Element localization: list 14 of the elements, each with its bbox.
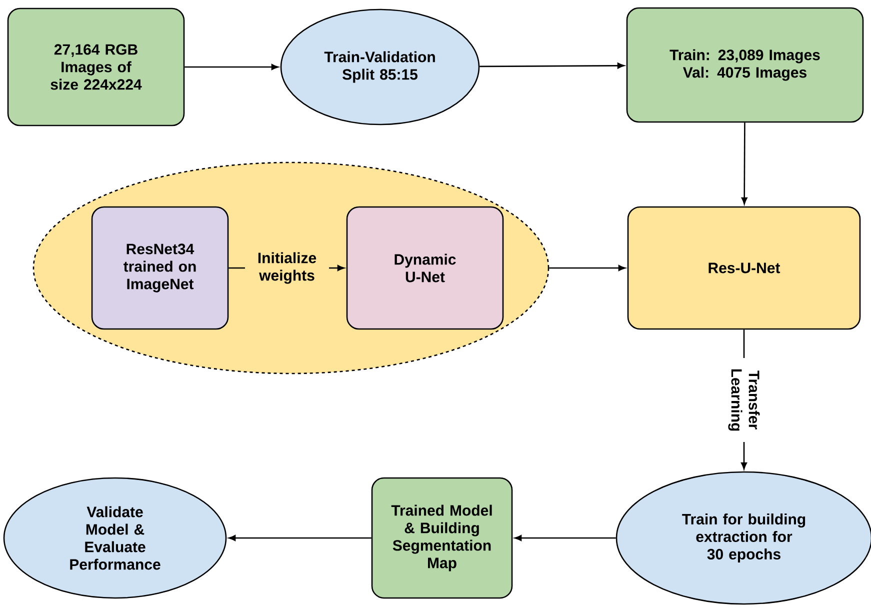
arrow — [549, 265, 626, 271]
process-box: ResNet34 trained on ImageNet — [91, 206, 229, 330]
process-box: 27,164 RGB Images of size 224x224 — [7, 8, 185, 126]
arrow — [741, 122, 748, 204]
arrow — [228, 535, 372, 541]
process-box: Trained Model & Building Segmentation Map — [371, 477, 513, 599]
arrow — [480, 62, 624, 69]
process-box: Dynamic U-Net — [346, 206, 504, 330]
process-box: Train: 23,089 Images Val: 4075 Images — [626, 7, 864, 123]
arrow — [514, 535, 616, 541]
edge-label: Initialize weights — [245, 251, 329, 285]
edge-label: Transfer Learning — [727, 358, 761, 442]
arrow — [184, 64, 278, 70]
process-box: Res-U-Net — [627, 206, 861, 330]
